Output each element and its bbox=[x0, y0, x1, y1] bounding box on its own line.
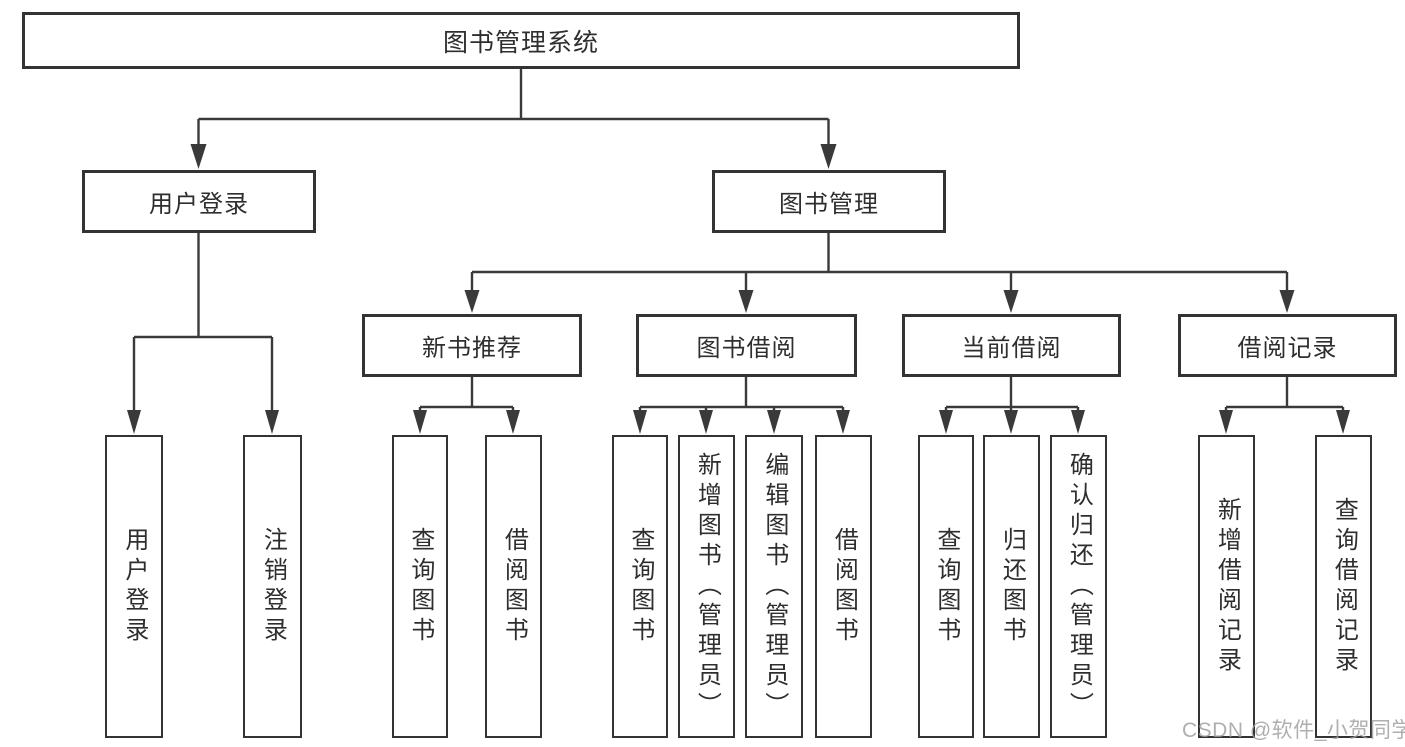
node-library-system: 图书管理系统 bbox=[22, 12, 1020, 69]
leaf-edit-books-admin-label: 编辑图书（管理员） bbox=[760, 451, 788, 722]
watermark: CSDN @软件_小贺同学 bbox=[1182, 719, 1405, 742]
leaf-logout-label: 注销登录 bbox=[259, 526, 287, 647]
leaf-add-books-admin: 新增图书（管理员） bbox=[678, 435, 735, 738]
node-new-book-recommend-label: 新书推荐 bbox=[422, 335, 522, 362]
node-book-borrow-label: 图书借阅 bbox=[696, 335, 797, 362]
leaf-user-login: 用户登录 bbox=[105, 435, 163, 738]
leaf-confirm-return-admin-label: 确认归还（管理员） bbox=[1065, 451, 1093, 722]
node-book-management-label: 图书管理 bbox=[779, 191, 879, 218]
node-current-borrow-label: 当前借阅 bbox=[961, 335, 1062, 362]
leaf-query-books-recommend: 查询图书 bbox=[392, 435, 448, 738]
leaf-borrow-books-label: 借阅图书 bbox=[830, 526, 858, 647]
leaf-query-borrow-record: 查询借阅记录 bbox=[1315, 435, 1372, 738]
node-book-borrow: 图书借阅 bbox=[636, 314, 857, 377]
leaf-query-borrow-record-label: 查询借阅记录 bbox=[1330, 496, 1358, 677]
leaf-return-books-label: 归还图书 bbox=[998, 526, 1026, 647]
arrowheads bbox=[127, 144, 1350, 434]
leaf-user-login-label: 用户登录 bbox=[120, 526, 148, 647]
node-user-login: 用户登录 bbox=[82, 170, 316, 233]
leaf-add-books-admin-label: 新增图书（管理员） bbox=[693, 451, 721, 722]
node-user-login-label: 用户登录 bbox=[149, 191, 249, 218]
node-book-management: 图书管理 bbox=[712, 170, 946, 233]
leaf-query-books-recommend-label: 查询图书 bbox=[406, 526, 434, 647]
node-new-book-recommend: 新书推荐 bbox=[362, 314, 582, 377]
leaf-edit-books-admin: 编辑图书（管理员） bbox=[745, 435, 803, 738]
leaf-query-books-current-label: 查询图书 bbox=[932, 526, 960, 647]
node-borrow-records-label: 借阅记录 bbox=[1237, 335, 1338, 362]
leaf-borrow-books-recommend-label: 借阅图书 bbox=[500, 526, 528, 647]
leaf-query-books-borrow-label: 查询图书 bbox=[626, 526, 654, 647]
leaf-add-borrow-record-label: 新增借阅记录 bbox=[1213, 496, 1241, 677]
node-borrow-records: 借阅记录 bbox=[1178, 314, 1397, 377]
leaf-query-books-borrow: 查询图书 bbox=[612, 435, 668, 738]
node-library-system-label: 图书管理系统 bbox=[442, 28, 599, 57]
node-current-borrow: 当前借阅 bbox=[902, 314, 1121, 377]
leaf-logout: 注销登录 bbox=[243, 435, 302, 738]
leaf-borrow-books-recommend: 借阅图书 bbox=[485, 435, 542, 738]
leaf-return-books: 归还图书 bbox=[983, 435, 1040, 738]
leaf-add-borrow-record: 新增借阅记录 bbox=[1198, 435, 1255, 738]
leaf-query-books-current: 查询图书 bbox=[918, 435, 974, 738]
leaf-borrow-books: 借阅图书 bbox=[815, 435, 872, 738]
leaf-confirm-return-admin: 确认归还（管理员） bbox=[1050, 435, 1107, 738]
